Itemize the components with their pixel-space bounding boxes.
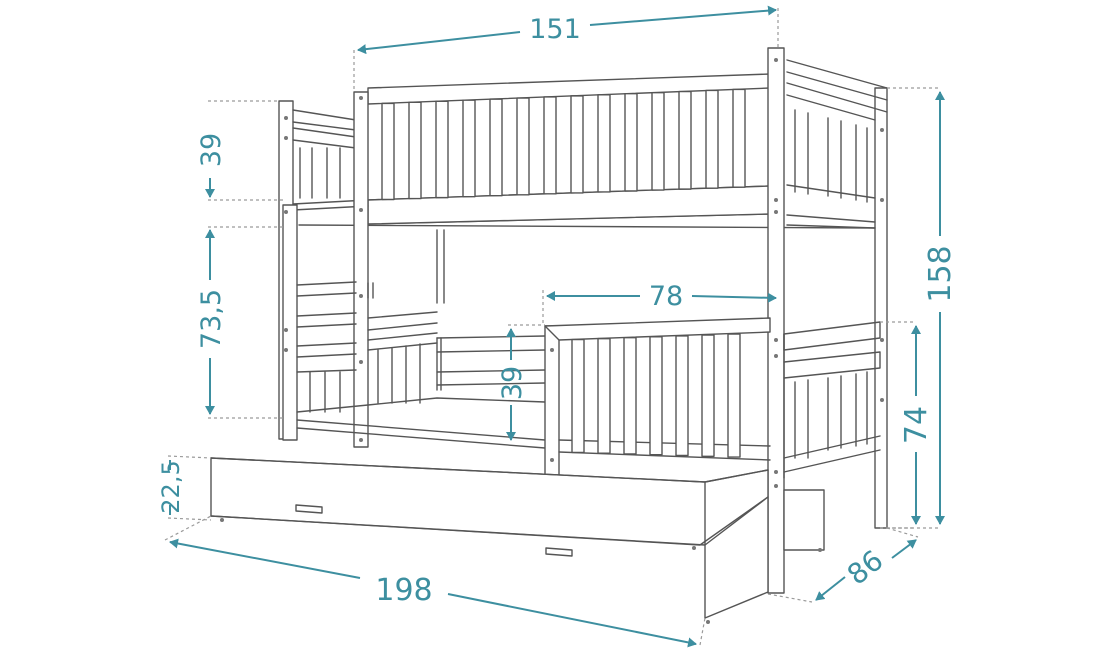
bolt-dot	[774, 338, 778, 342]
lower-slat	[649, 336, 663, 456]
bolt-dot	[880, 338, 884, 342]
bunk-bed-drawing	[210, 47, 888, 624]
lower-slat	[727, 333, 741, 458]
lower-slat	[675, 335, 689, 457]
lower-slat	[701, 334, 715, 457]
bolt-dot	[284, 136, 288, 140]
dim-label-86: 86	[841, 544, 889, 592]
bolt-dot	[359, 438, 363, 442]
upper-slat	[597, 94, 611, 193]
upper-bed-front	[292, 73, 876, 304]
upper-slat	[570, 95, 584, 194]
bolt-dot	[284, 328, 288, 332]
upper-slat	[678, 90, 692, 190]
bolt-dot	[550, 348, 554, 352]
upper-slat	[462, 99, 476, 198]
bolt-dot	[284, 210, 288, 214]
upper-slat	[516, 97, 530, 196]
bolt-dot	[550, 458, 554, 462]
upper-right-end-panel	[786, 59, 888, 229]
dim-label-74: 74	[899, 406, 934, 444]
dim-label-158: 158	[923, 245, 958, 302]
bolt-dot	[359, 96, 363, 100]
dimension-lines	[164, 5, 945, 648]
bolt-dots	[284, 58, 884, 488]
dim-label-78: 78	[649, 281, 683, 312]
bolt-dot	[880, 198, 884, 202]
bolt-dot	[359, 294, 363, 298]
bolt-dot	[774, 354, 778, 358]
dim-label-39-upper: 39	[196, 133, 227, 167]
bolt-dot	[880, 128, 884, 132]
upper-slat	[489, 98, 503, 197]
upper-slat	[543, 96, 557, 195]
bolt-dot	[774, 470, 778, 474]
lower-slat	[597, 337, 611, 454]
lower-right-end-panel	[783, 321, 881, 479]
front-left-post	[353, 91, 369, 448]
bolt-dot	[774, 58, 778, 62]
ladder	[282, 204, 357, 441]
dim-label-73-5: 73,5	[196, 289, 227, 349]
upper-slat	[651, 91, 665, 191]
upper-slat	[624, 93, 638, 192]
upper-slat	[732, 88, 746, 188]
bolt-dot	[284, 116, 288, 120]
upper-slat	[435, 100, 449, 199]
upper-left-end-panel	[292, 109, 357, 199]
bolt-dot	[774, 484, 778, 488]
bolt-dot	[880, 398, 884, 402]
lower-back-rail	[436, 335, 546, 391]
dim-label-151: 151	[529, 14, 581, 45]
bolt-dot	[284, 348, 288, 352]
lower-slat	[623, 337, 637, 455]
upper-slat	[408, 101, 422, 200]
dim-label-198: 198	[375, 573, 432, 608]
bolt-dot	[359, 360, 363, 364]
drawer	[210, 457, 825, 624]
lower-front-guard	[544, 317, 771, 477]
bolt-dot	[774, 210, 778, 214]
upper-slat	[381, 102, 395, 201]
lower-mattress	[296, 397, 546, 449]
lower-left-end-panel	[367, 282, 438, 404]
bolt-dot	[359, 208, 363, 212]
back-right-post	[874, 87, 888, 529]
lower-slat	[571, 338, 585, 454]
upper-slat	[705, 89, 719, 189]
dim-label-22-5: 22,5	[157, 460, 185, 513]
bolt-dot	[774, 198, 778, 202]
dim-label-39-lower: 39	[497, 366, 528, 400]
